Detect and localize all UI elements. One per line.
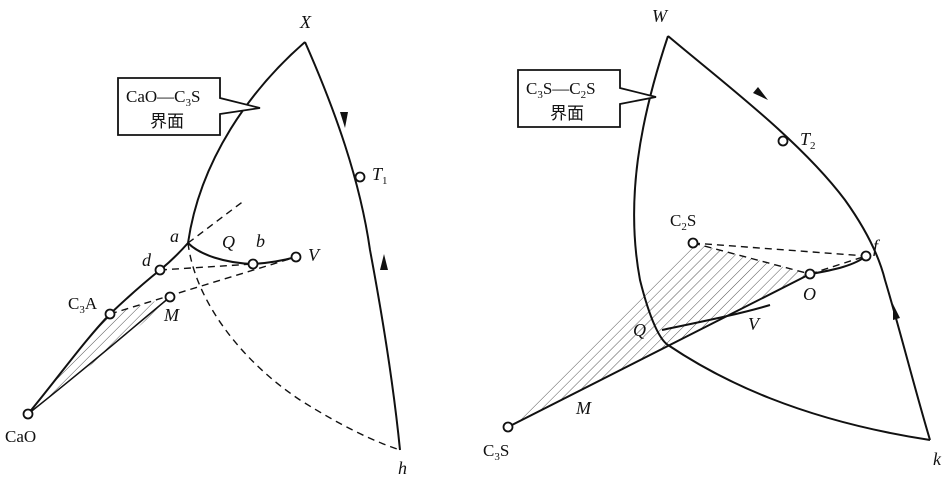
- right-curve-lower-k: [667, 344, 931, 441]
- label-q-right: Q: [633, 320, 646, 340]
- point-t2: [777, 135, 789, 147]
- left-dash-c3a-v: [109, 256, 297, 315]
- point-o: [804, 268, 816, 280]
- label-b: b: [256, 231, 265, 251]
- right-dash-c2s-o: [692, 242, 811, 275]
- left-boundary-x-h: [304, 41, 401, 451]
- right-callout-line2: 界面: [550, 104, 584, 123]
- label-f: f: [873, 236, 881, 256]
- left-callout-box: [117, 77, 261, 136]
- left-dash-a-h: [187, 242, 401, 451]
- point-b: [247, 258, 259, 270]
- point-c3s: [502, 421, 514, 433]
- label-v-right: V: [748, 314, 761, 334]
- right-line-c3s-o: [507, 273, 811, 428]
- right-curve-q-v: [661, 304, 771, 331]
- label-q-left: Q: [222, 232, 235, 252]
- left-arrow-upper: [340, 112, 348, 128]
- point-c3a: [104, 308, 116, 320]
- right-boundary-w-k: [667, 35, 931, 441]
- point-cao: [22, 408, 34, 420]
- label-c3a: C3A: [68, 294, 98, 316]
- left-arrow-lower: [380, 254, 388, 270]
- label-d: d: [142, 250, 152, 270]
- point-t1: [354, 171, 366, 183]
- point-m-left: [164, 291, 176, 303]
- right-diagram: C3S—C2S 界面 W T2 C2S f O Q V M C3S k: [483, 6, 942, 469]
- right-callout-line1: C3S—C2S: [526, 79, 596, 101]
- point-f: [860, 250, 872, 262]
- left-curve-cao-m: [27, 296, 171, 415]
- label-t2: T2: [800, 129, 816, 152]
- left-curve-a-v: [187, 242, 297, 266]
- point-d: [154, 264, 166, 276]
- left-callout-line1: CaO—C3S: [126, 87, 200, 109]
- label-m-left: M: [163, 305, 180, 325]
- label-c2s: C2S: [670, 211, 696, 233]
- right-callout-box: [517, 69, 657, 128]
- label-k: k: [933, 449, 942, 469]
- label-t1: T1: [372, 164, 388, 187]
- left-callout-line2: 界面: [150, 112, 184, 131]
- point-c2s: [687, 237, 699, 249]
- label-m-right: M: [575, 398, 592, 418]
- right-dash-c2s-f: [692, 242, 867, 257]
- label-cao: CaO: [5, 427, 36, 446]
- label-x: X: [299, 12, 312, 32]
- right-arrow-lower: [893, 304, 900, 320]
- label-c3s: C3S: [483, 441, 509, 463]
- label-v-left: V: [308, 245, 321, 265]
- left-boundary-x-a: [187, 41, 306, 244]
- point-v-left: [290, 251, 302, 263]
- label-w: W: [652, 6, 669, 26]
- left-curve-cao-a: [27, 242, 189, 415]
- right-dash-o-f: [809, 255, 867, 275]
- label-h: h: [398, 458, 407, 478]
- label-a: a: [170, 226, 179, 246]
- left-dash-d-b: [159, 263, 254, 271]
- label-o: O: [803, 284, 816, 304]
- left-diagram: CaO—C3S 界面 X T1 a Q b V d C3A M CaO h: [5, 12, 407, 478]
- right-arrow-upper: [753, 87, 768, 100]
